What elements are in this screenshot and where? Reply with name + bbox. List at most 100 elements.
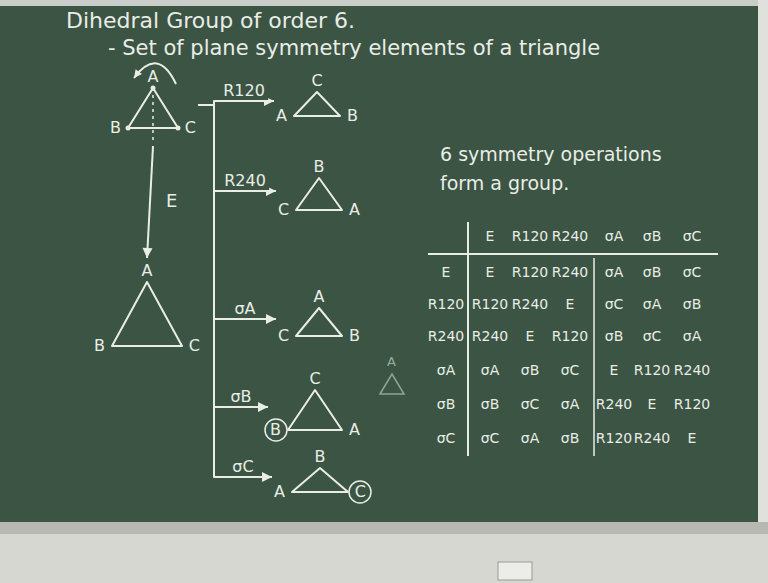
- table-cell: R120: [472, 296, 508, 313]
- vertex-label: C: [189, 336, 200, 356]
- vertex-dot: [176, 126, 181, 131]
- triangle-node: ABC: [92, 258, 202, 364]
- vertex-label: C: [185, 118, 196, 138]
- rotation-arrowhead: [134, 69, 142, 78]
- table-cell: σB: [561, 430, 579, 447]
- table-cell: σA: [481, 362, 499, 379]
- table-cell: R240: [472, 328, 508, 345]
- triangle-node: ABC: [108, 64, 198, 146]
- table-heading: σA: [605, 228, 623, 245]
- vertex-label: B: [270, 420, 281, 440]
- vertex-label: A: [349, 420, 360, 440]
- table-cell: E: [566, 296, 575, 313]
- vertex-dot: [151, 86, 156, 91]
- operation-label: σB: [227, 388, 254, 406]
- triangle-shape: [112, 282, 182, 346]
- arrow-line: [198, 105, 276, 319]
- triangle-shape: [296, 178, 342, 210]
- operation-label: σA: [231, 300, 258, 318]
- table-cell: R120: [634, 362, 670, 379]
- table-heading: R240: [552, 228, 588, 245]
- arrowhead: [258, 402, 268, 412]
- vertex-label: C: [355, 482, 366, 502]
- table-cell: R240: [552, 264, 588, 281]
- table-cell: σB: [683, 296, 701, 313]
- table-heading: σC: [437, 430, 456, 447]
- table-cell: σB: [521, 362, 539, 379]
- table-heading: σC: [683, 228, 702, 245]
- mirror-axis: [152, 88, 154, 144]
- vertex-label: B: [314, 157, 325, 177]
- table-cell: σB: [481, 396, 499, 413]
- table-cell: σC: [521, 396, 540, 413]
- highlight-circle: [265, 419, 287, 441]
- table-block-rule: [593, 258, 595, 456]
- table-cell: R120: [512, 264, 548, 281]
- vertex-label: B: [349, 326, 360, 346]
- table-cell: σA: [643, 296, 661, 313]
- table-cell: σA: [561, 396, 579, 413]
- group-note: 6 symmetry operations form a group.: [440, 140, 690, 197]
- right-wall: [758, 0, 768, 583]
- arrowhead: [262, 472, 272, 482]
- operation-label: R120: [220, 82, 268, 100]
- triangle-node: B C A: [276, 154, 362, 228]
- table-heading: E: [486, 228, 495, 245]
- vertex-label: A: [142, 261, 153, 281]
- arrowhead: [143, 248, 153, 258]
- triangle-shape: [292, 468, 348, 492]
- vertex-label: C: [309, 369, 320, 389]
- vertex-label: A: [148, 67, 159, 87]
- faint-triangle: [380, 374, 404, 394]
- vertex-label: A: [349, 200, 360, 220]
- vertex-label: C: [311, 71, 322, 91]
- top-frame: [0, 0, 768, 6]
- vertex-label: B: [315, 447, 326, 467]
- table-heading: σB: [437, 396, 455, 413]
- table-cell: σC: [643, 328, 662, 345]
- table-cell: R120: [552, 328, 588, 345]
- table-row-rule: [467, 222, 469, 456]
- vertex-label: B: [347, 106, 358, 126]
- table-cell: R240: [512, 296, 548, 313]
- table-cell: E: [486, 264, 495, 281]
- arrowhead: [266, 314, 276, 324]
- table-cell: σA: [683, 328, 701, 345]
- triangle-shape: [294, 92, 340, 116]
- operation-label: R240: [221, 172, 269, 190]
- table-cell: σC: [683, 264, 702, 281]
- table-header-rule: [428, 253, 718, 255]
- triangle-node: ACB: [276, 284, 362, 354]
- table-cell: R120: [596, 430, 632, 447]
- table-cell: σC: [561, 362, 580, 379]
- triangle-node: C A B: [274, 68, 360, 134]
- subtitle-note: - Set of plane symmetry elements of a tr…: [108, 36, 600, 61]
- triangle-shape: [296, 308, 342, 336]
- table-heading: E: [442, 264, 451, 281]
- vertex-label: A: [314, 287, 325, 307]
- triangle-node: BAC: [272, 444, 368, 510]
- wall-below: [0, 522, 768, 583]
- table-heading: σA: [437, 362, 455, 379]
- table-heading: R120: [512, 228, 548, 245]
- board-title: Dihedral Group of order 6.: [66, 8, 355, 34]
- operation-arrow: [198, 105, 268, 412]
- table-cell: E: [688, 430, 697, 447]
- table-cell: σC: [605, 296, 624, 313]
- table-cell: σB: [605, 328, 623, 345]
- operation-arrow: [143, 146, 153, 258]
- arrow-line: [198, 105, 268, 407]
- table-cell: R120: [674, 396, 710, 413]
- table-cell: σC: [481, 430, 500, 447]
- operation-label: σC: [229, 458, 256, 476]
- vertex-label: C: [278, 200, 289, 220]
- wall-outlet: [498, 562, 532, 580]
- vertex-label: A: [276, 106, 287, 126]
- table-cell: R240: [634, 430, 670, 447]
- triangle-node: C B A: [268, 366, 362, 448]
